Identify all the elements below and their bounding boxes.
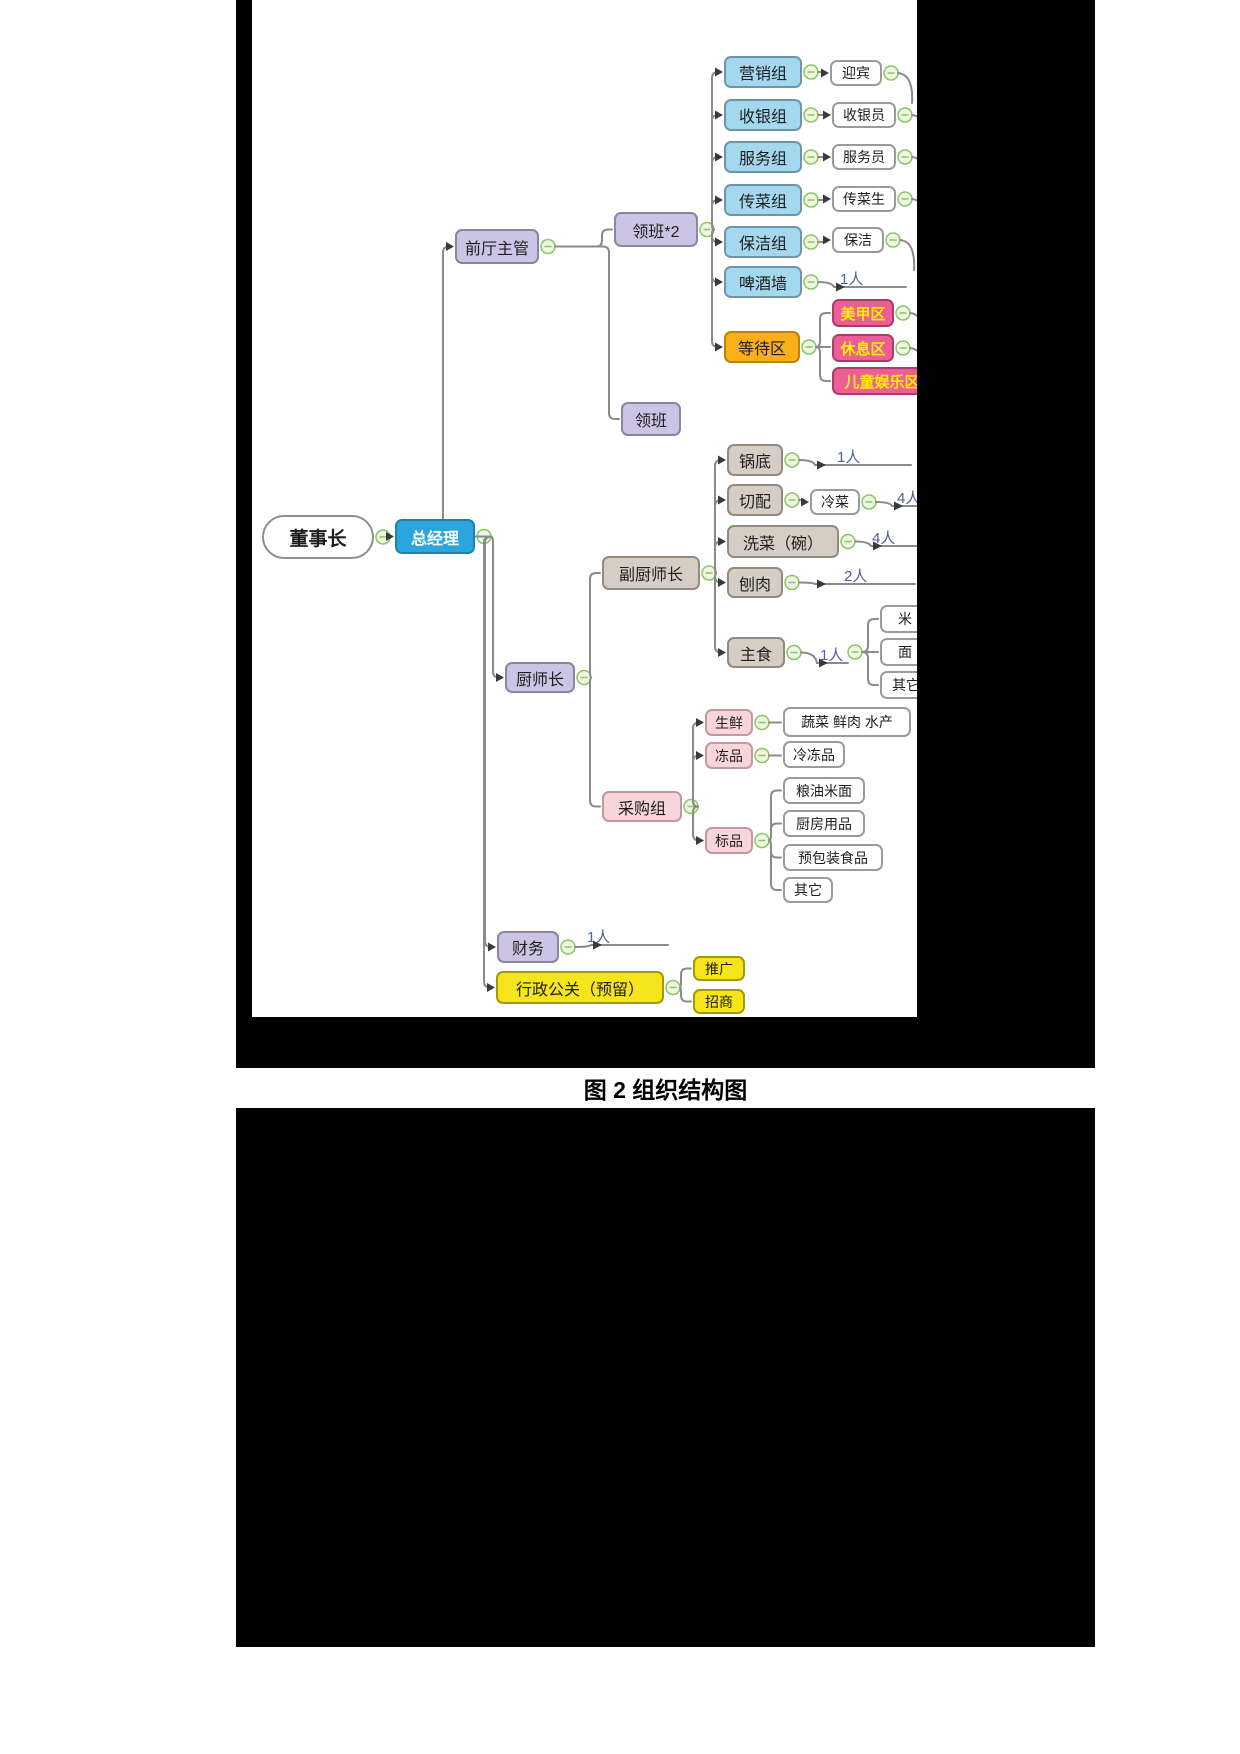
node-chairman: 董事长	[262, 515, 374, 559]
node-investment: 招商	[693, 989, 745, 1014]
node-general-manager: 总经理	[395, 519, 475, 554]
label-dish-washing-count: 4人	[872, 530, 896, 547]
node-noodle: 面	[880, 638, 917, 666]
node-purchasing-group: 采购组	[602, 791, 682, 822]
node-service-group: 服务组	[724, 141, 802, 173]
node-prepackaged-food: 预包装食品	[783, 844, 883, 871]
node-pot-base: 锅底	[727, 444, 783, 476]
node-cold-dish: 冷菜	[810, 489, 860, 515]
node-finance: 财务	[497, 931, 559, 963]
label-cutting-count: 4人	[897, 490, 917, 507]
node-head-chef: 厨师长	[505, 662, 575, 693]
node-promotion: 推广	[693, 956, 745, 981]
label-beer-wall-count: 1人	[840, 271, 864, 288]
node-standard-other: 其它	[783, 877, 833, 903]
node-marketing-group: 营销组	[724, 56, 802, 88]
node-grain-oil: 粮油米面	[783, 777, 865, 804]
node-standard-goods: 标品	[705, 827, 753, 854]
node-cleaning-group: 保洁组	[724, 226, 802, 258]
node-frozen-items: 冷冻品	[783, 741, 845, 768]
label-meat-slicing-count: 2人	[844, 568, 868, 585]
node-cutting: 切配	[727, 484, 783, 516]
label-finance-count: 1人	[587, 929, 611, 946]
node-kids-zone: 儿童娱乐区	[832, 367, 917, 395]
node-nail-zone: 美甲区	[832, 299, 894, 327]
node-waiter: 服务员	[832, 144, 896, 170]
org-chart-canvas: 董事长 总经理 前厅主管 厨师长 财务 1人 行政公关（预留） 领班*2 领班 …	[252, 0, 917, 1017]
node-greeter: 迎宾	[830, 60, 882, 86]
node-waiting-area: 等待区	[724, 331, 800, 363]
node-staple-other: 其它	[880, 671, 917, 699]
connector-layer	[375, 64, 917, 1003]
node-frozen: 冻品	[705, 742, 753, 769]
node-fresh: 生鲜	[705, 709, 753, 736]
figure-caption: 图 2 组织结构图	[236, 1068, 1095, 1108]
node-fresh-items: 蔬菜 鲜肉 水产	[783, 707, 911, 737]
node-rest-zone: 休息区	[832, 334, 894, 362]
label-staple-count: 1人	[820, 647, 844, 664]
redaction-block-lower	[236, 1108, 1095, 1647]
node-food-runner-group: 传菜组	[724, 184, 802, 216]
node-front-hall-manager: 前厅主管	[455, 229, 539, 264]
node-cashier-group: 收银组	[724, 99, 802, 131]
node-foreman-x2: 领班*2	[614, 212, 698, 247]
node-kitchen-supplies: 厨房用品	[783, 810, 865, 837]
node-rice: 米	[880, 605, 917, 633]
node-sous-chef: 副厨师长	[602, 556, 700, 590]
node-meat-slicing: 刨肉	[727, 567, 783, 598]
node-dish-washing: 洗菜（碗）	[727, 525, 839, 558]
node-staple-food: 主食	[727, 637, 785, 668]
node-food-runner: 传菜生	[832, 186, 896, 212]
node-beer-wall: 啤酒墙	[724, 266, 802, 298]
node-cashier: 收银员	[832, 102, 896, 128]
node-foreman: 领班	[621, 402, 681, 436]
node-cleaner: 保洁	[832, 227, 884, 253]
label-pot-base-count: 1人	[837, 449, 861, 466]
node-admin-pr: 行政公关（预留）	[496, 971, 664, 1004]
